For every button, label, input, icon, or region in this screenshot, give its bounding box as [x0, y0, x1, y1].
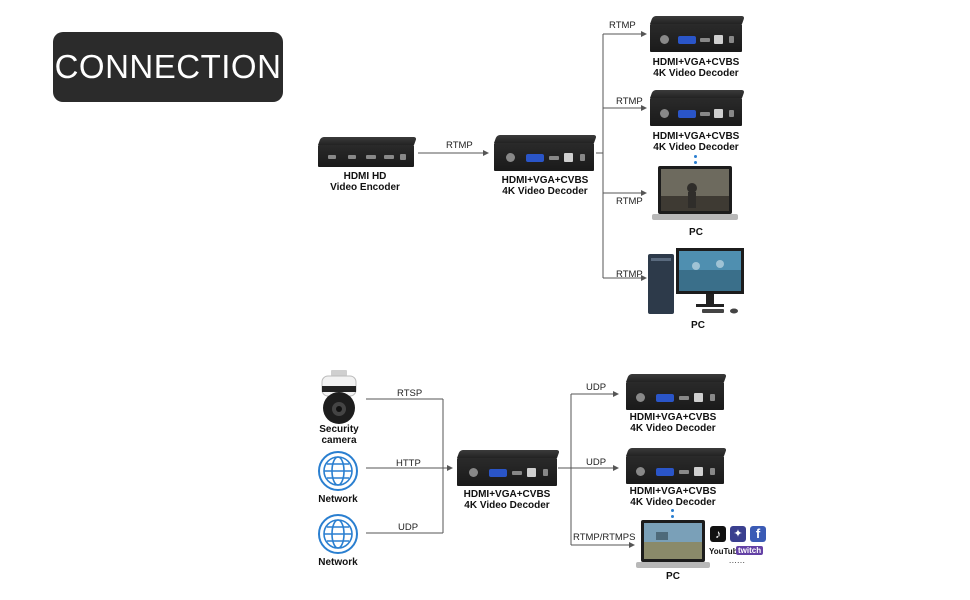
source-2-protocol: HTTP [396, 458, 421, 469]
bottom-branch-3-label: PC [666, 571, 680, 582]
bottom-branch-1-protocol: UDP [586, 382, 607, 393]
source-2-label: Network [318, 494, 358, 505]
laptop-pc-image [636, 520, 710, 568]
facebook-icon: f [750, 526, 766, 542]
top-link-protocol: RTMP [446, 140, 473, 151]
youtube-icon: YouTube [709, 547, 743, 556]
top-branch-2-protocol: RTMP [616, 96, 643, 107]
source-3-protocol: UDP [398, 522, 419, 533]
source-3-label: Network [318, 557, 358, 568]
top-branch-4-label: PC [691, 320, 705, 331]
globe-icon [318, 451, 358, 491]
top-branch-1-protocol: RTMP [609, 20, 636, 31]
desktop-pc-image [648, 248, 744, 314]
connection-badge: CONNECTION [53, 32, 283, 102]
bottom-branch-3-protocol: RTMP/RTMPS [573, 532, 636, 543]
bottom-decoder-device [457, 450, 560, 486]
top-branch-3-label: PC [689, 227, 703, 238]
more-platforms: ...... [729, 556, 746, 565]
top-branch-2-decoder [650, 90, 745, 126]
kuaishou-icon: ✦ [730, 526, 746, 542]
twitch-icon: twitch [736, 546, 764, 555]
top-branch-4-protocol: RTMP [616, 269, 643, 280]
top-branch-3-protocol: RTMP [616, 196, 643, 207]
top-decoder-device [494, 135, 597, 171]
top-branch-1-decoder [650, 16, 745, 52]
tiktok-icon: ♪ [710, 526, 726, 542]
bottom-branch-2-protocol: UDP [586, 457, 607, 468]
bottom-branch-1-decoder [626, 374, 727, 410]
bottom-branch-2-decoder [626, 448, 727, 484]
source-1-protocol: RTSP [397, 388, 423, 399]
laptop-pc-image [652, 166, 738, 220]
security-camera-icon [321, 370, 357, 424]
encoder-device [318, 137, 417, 167]
globe-icon [318, 514, 358, 554]
